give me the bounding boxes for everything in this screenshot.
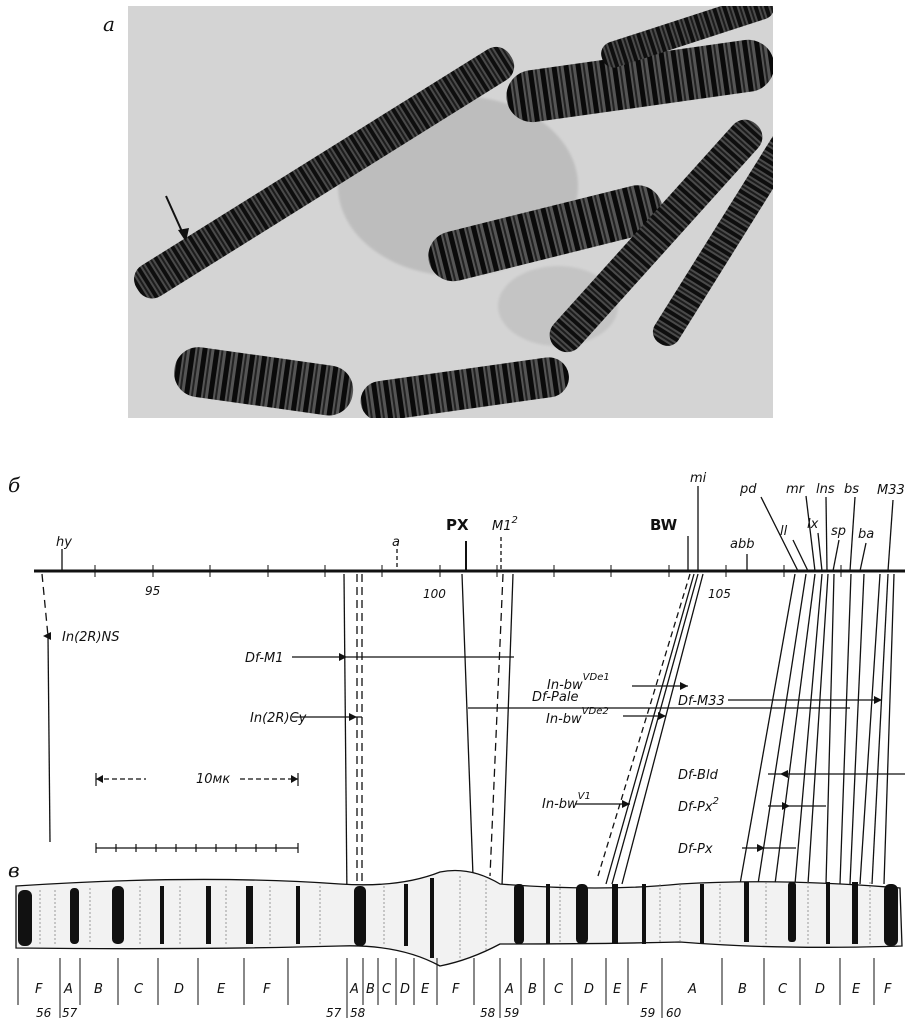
- scale-bar-label: 10мк: [196, 772, 230, 787]
- gene-abb: abb: [730, 537, 754, 552]
- tick-label-105: 105: [708, 587, 731, 601]
- subdivision-label: E: [217, 982, 226, 997]
- gene-bs: bs: [844, 482, 859, 497]
- division-number: 60: [666, 1006, 682, 1020]
- gene-a: a: [392, 535, 400, 550]
- subdivision-label: C: [778, 982, 788, 997]
- subdivision-label: C: [134, 982, 144, 997]
- gene-lx: lx: [807, 517, 819, 532]
- gene-sp: sp: [831, 524, 846, 539]
- subdivision-label: B: [94, 982, 103, 997]
- subdivision-label: E: [852, 982, 861, 997]
- gene-BW: BW: [650, 516, 678, 534]
- gene-ll: ll: [780, 524, 788, 539]
- rearr-DfM33: Df-M33: [678, 694, 725, 709]
- gene-PX: PX: [446, 516, 469, 534]
- subdivision-label: D: [400, 982, 410, 997]
- division-number: 56: [36, 1006, 52, 1020]
- chromosome-micrograph: [128, 6, 773, 418]
- rearr-DfPx2: Df-Px2: [678, 796, 719, 815]
- subdivision-label: E: [421, 982, 430, 997]
- subdivision-label: F: [35, 982, 43, 997]
- subdivision-label: A: [349, 982, 359, 997]
- subdivision-label: F: [884, 982, 892, 997]
- gene-M1: M12: [492, 515, 518, 534]
- division-number: 57: [62, 1006, 78, 1020]
- tick-label-95: 95: [145, 584, 160, 598]
- division-number: 58: [350, 1006, 366, 1020]
- subdivision-label: F: [452, 982, 460, 997]
- rearr-DfPale: Df-Pale: [532, 690, 578, 705]
- rearr-InbwVDe2: In-bwVDe2: [546, 706, 609, 727]
- division-number: 58: [480, 1006, 496, 1020]
- subdivision-label: F: [263, 982, 271, 997]
- division-number: 59: [640, 1006, 655, 1020]
- subdivision-label: B: [528, 982, 537, 997]
- subdivision-label: C: [554, 982, 564, 997]
- gene-lns: lns: [816, 482, 835, 497]
- gene-ba: ba: [858, 527, 874, 542]
- rearr-InbwV1: In-bwV1: [542, 791, 591, 812]
- rearr-DfBld: Df-Bld: [678, 768, 719, 783]
- rearr-In2RNS: In(2R)NS: [62, 630, 120, 645]
- rearr-DfPx: Df-Px: [678, 842, 713, 857]
- tick-label-100: 100: [423, 587, 446, 601]
- micrograph-image: [128, 6, 773, 418]
- subdivision-label: E: [613, 982, 622, 997]
- subdivision-label: B: [366, 982, 375, 997]
- chromosome-band-drawing: [16, 871, 902, 967]
- subdivision-label: D: [815, 982, 825, 997]
- rearr-DfM1: Df-M1: [245, 651, 284, 666]
- genetic-map-diagram: 95 100 105 hy a PX M12 BW mi abb pd ll m…: [0, 440, 917, 1025]
- subdivision-label: A: [63, 982, 73, 997]
- subdivision-label: D: [584, 982, 594, 997]
- subdivision-label: C: [382, 982, 392, 997]
- gene-hy: hy: [56, 535, 72, 550]
- gene-pd: pd: [739, 482, 757, 497]
- rearr-In2RCy: In(2R)Cy: [250, 711, 307, 726]
- division-number: 59: [504, 1006, 519, 1020]
- subdivision-label: A: [504, 982, 514, 997]
- subdivision-label: A: [687, 982, 697, 997]
- subdivision-label: D: [174, 982, 184, 997]
- subdivision-label: F: [640, 982, 648, 997]
- gene-mr: mr: [786, 482, 806, 497]
- panel-label-a: а: [103, 12, 115, 36]
- gene-M33: M33: [877, 483, 905, 498]
- subdivision-label: B: [738, 982, 747, 997]
- gene-mi: mi: [690, 471, 707, 486]
- division-number: 57: [326, 1006, 342, 1020]
